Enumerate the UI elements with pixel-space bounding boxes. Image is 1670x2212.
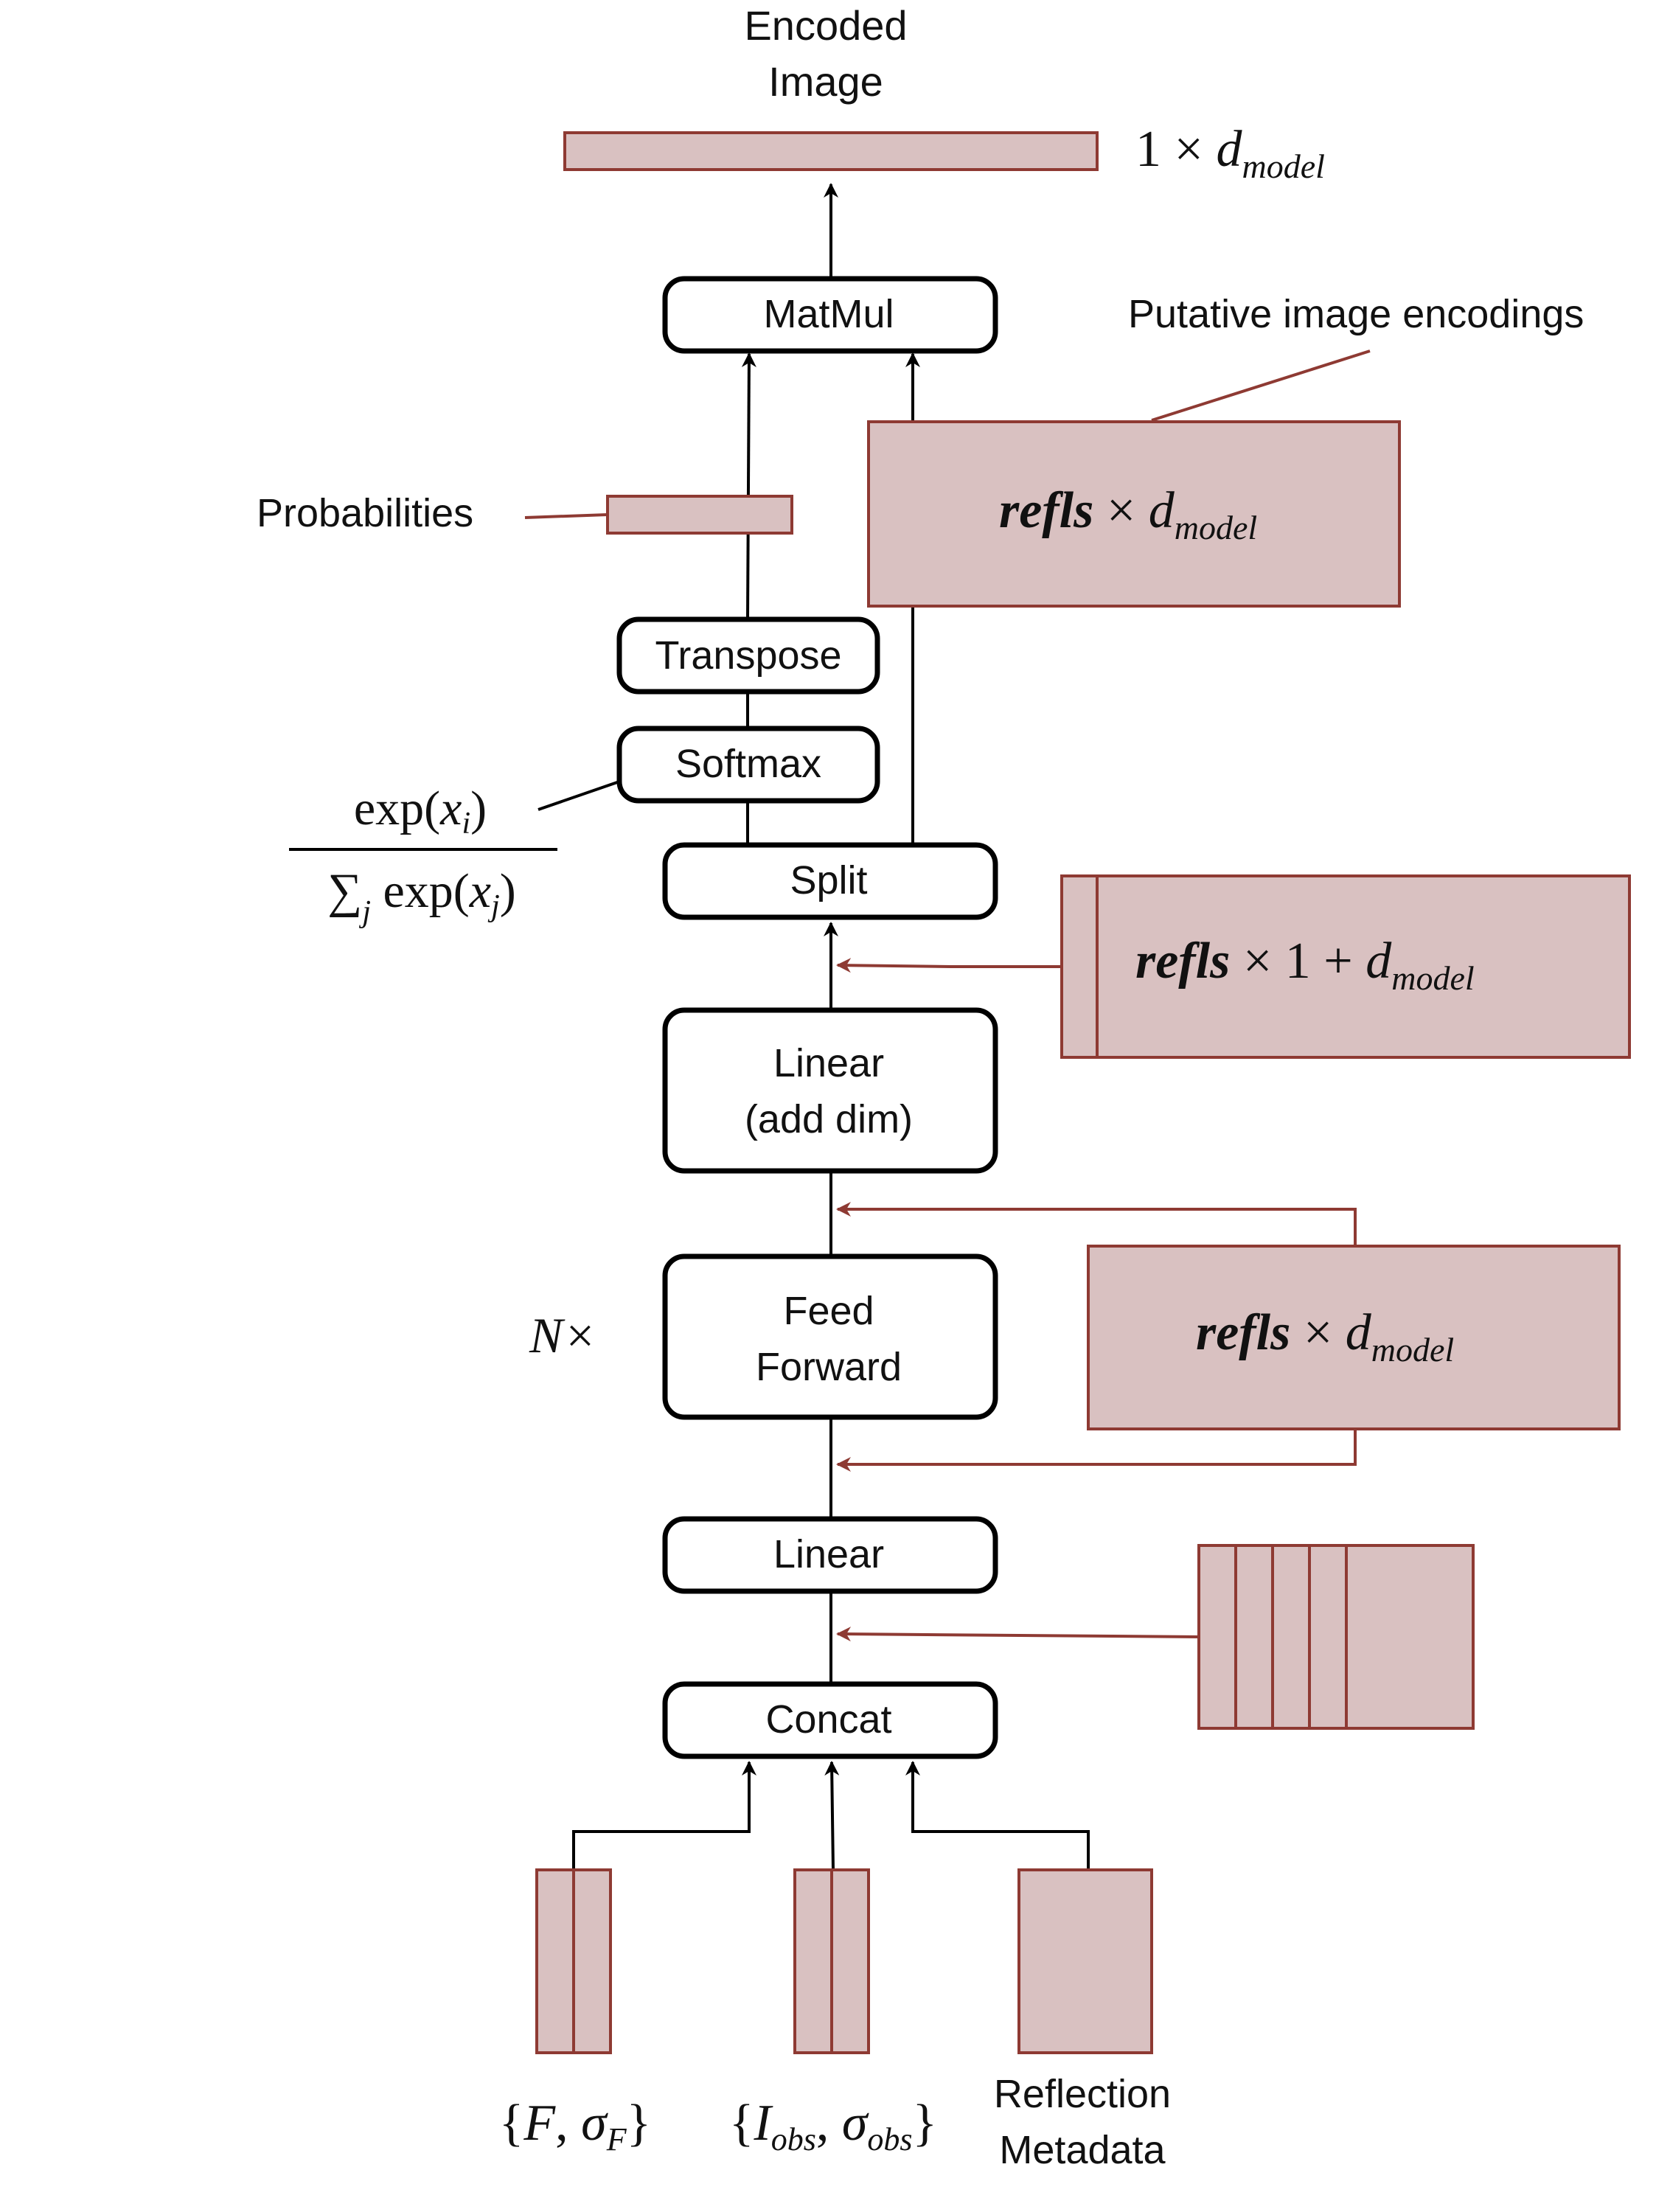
arrow-transpose-to-matmul [741,352,756,620]
softmax-formula-leader [537,780,620,811]
output-shape-label: 1 × dmodel [1135,121,1325,185]
split-node [662,842,998,920]
repeat-label: N× [529,1307,596,1363]
split-label: Split [790,858,867,902]
arrow-input-i-to-concat [824,1761,840,1871]
probabilities-label: Probabilities [257,491,473,535]
matmul-node [662,276,998,354]
putative-encodings-label: Putative image encodings [1128,292,1584,336]
concat-label: Concat [765,1697,891,1742]
encoded-image-tensor [563,131,1099,171]
softmax-numerator: exp(xi) [354,782,487,841]
arrow-split-input-tensor [836,958,1062,973]
split-input-tensor [1060,874,1631,1059]
arrow-concat-tensor [836,1627,1200,1642]
concat-tensor [1197,1544,1475,1730]
matmul-label: MatMul [763,292,894,336]
reflection-metadata-label-line2: Metadata [999,2128,1166,2172]
input-f-label: {F, σF} [499,2095,651,2157]
arrow-ff-residual-upper [836,1202,1357,1246]
linear-add-dim-label-line1: Linear [773,1041,884,1085]
encodings-shape-label: refls × dmodel [999,482,1257,546]
ff-tensor [1087,1245,1621,1430]
feed-forward-node [662,1253,998,1420]
encoded-image-label-line1: Encoded [744,2,907,49]
reflection-metadata-tensor [1017,1868,1153,2054]
putative-encodings-tensor [867,420,1401,608]
probabilities-tensor [606,495,793,535]
linear-label: Linear [773,1532,884,1576]
feed-forward-label-line1: Feed [783,1289,874,1333]
putative-encodings-leader [1151,349,1371,422]
encoded-image-label-line2: Image [768,58,883,105]
arrow-metadata-to-concat [905,1761,1090,1870]
arrow-input-f-to-concat [572,1761,756,1870]
transpose-label: Transpose [655,633,841,678]
linear-add-dim-node [662,1007,998,1174]
feed-forward-label-line2: Forward [756,1345,902,1389]
probabilities-leader [524,513,608,519]
reflection-metadata-label-line1: Reflection [994,2072,1171,2116]
softmax-denominator: ∑j exp(xj) [327,864,515,929]
softmax-label: Softmax [675,742,821,786]
concat-node [662,1681,998,1759]
linear-add-dim-label-line2: (add dim) [745,1097,913,1141]
input-i-label: {Iobs, σobs} [729,2095,937,2157]
arrow-ff-residual-lower [836,1429,1357,1472]
split-input-shape-label: refls × 1 + dmodel [1135,933,1475,997]
